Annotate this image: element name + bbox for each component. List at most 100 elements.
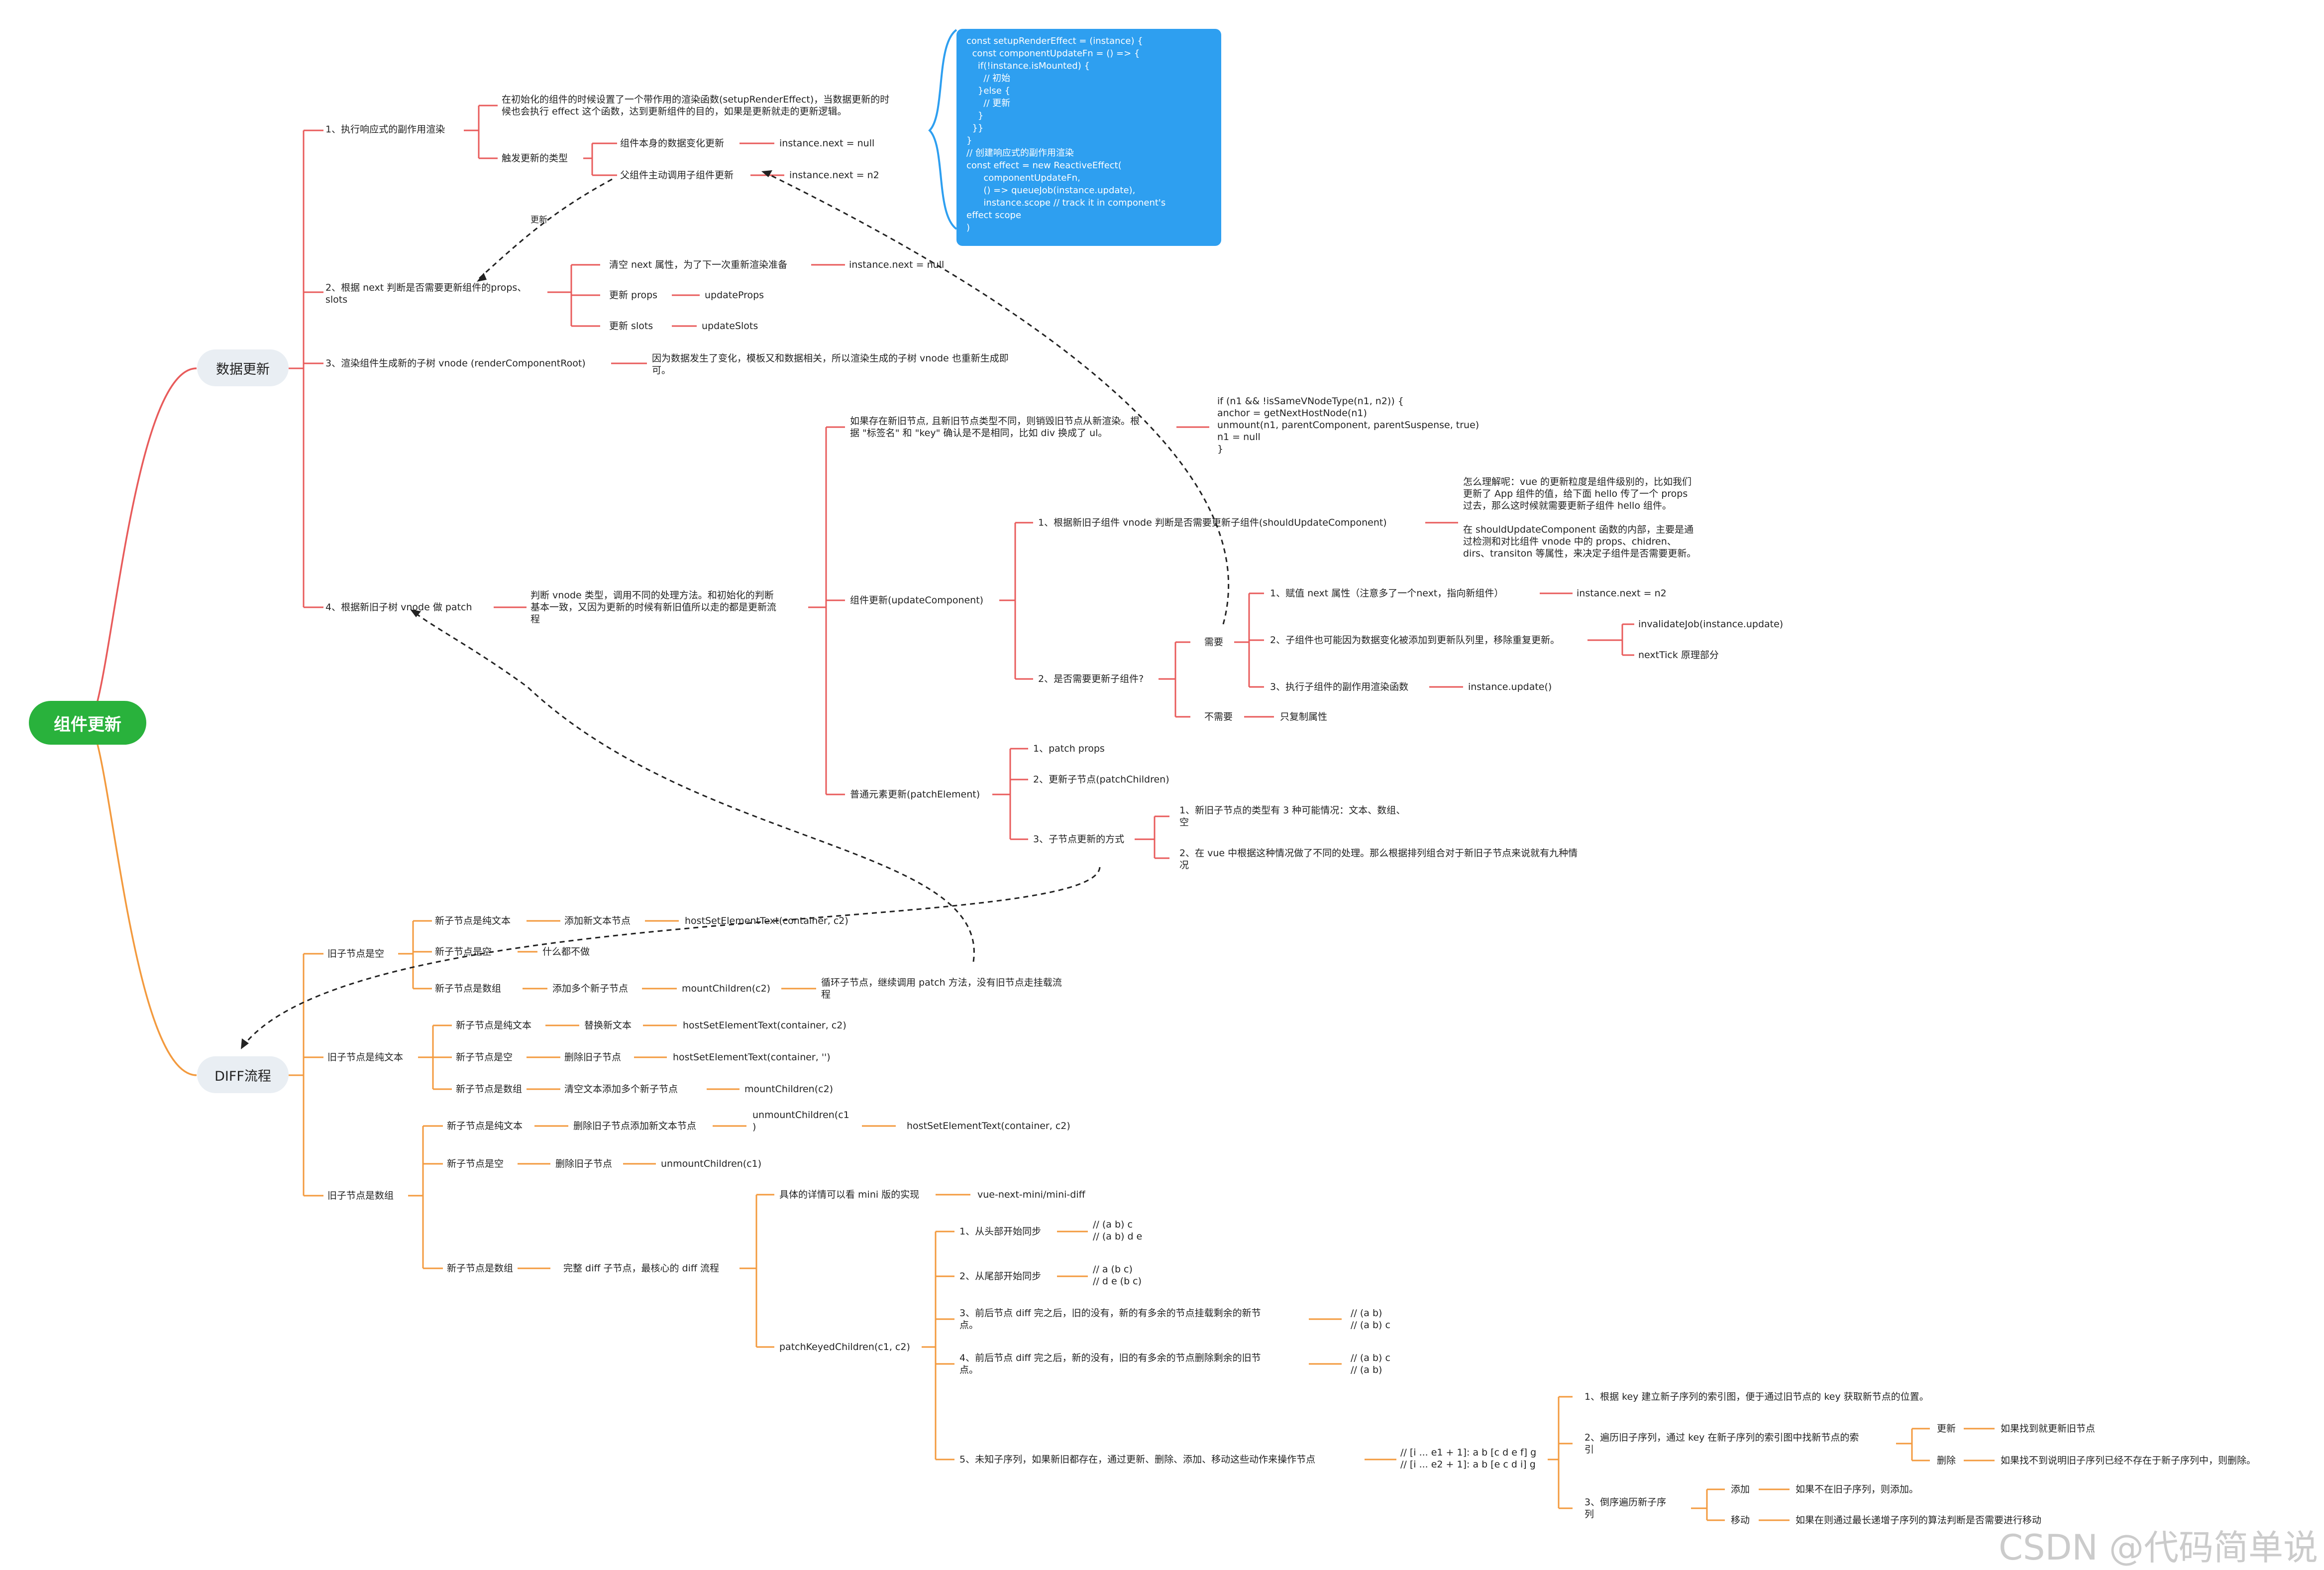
update-step-3: 3、渲染组件生成新的子树 vnode (renderComponentRoot) (325, 358, 586, 369)
unknown-step-2-update-desc: 如果找到就更新旧节点 (2001, 1423, 2096, 1434)
trigger-parent: 父组件主动调用子组件更新 (620, 170, 734, 181)
no-need-value: 只复制属性 (1280, 711, 1328, 722)
array-new-text-unmount: unmountChildren(c1 ) (752, 1110, 849, 1132)
step2-update-slots: 更新 slots (609, 321, 653, 332)
update-step-2: 2、根据 next 判断是否需要更新组件的props、 slots (325, 282, 527, 305)
update-step-4: 4、根据新旧子树 vnode 做 patch (325, 602, 472, 613)
array-new-empty-fn: unmountChildren(c1) (661, 1158, 762, 1169)
update-step-1-desc: 在初始化的组件的时候设置了一个带作用的渲染函数(setupRenderEffec… (502, 94, 890, 117)
patch-different-type: 如果存在新旧节点, 且新旧节点类型不同，则销毁旧节点从新渲染。根 据 "标签名"… (850, 416, 1140, 439)
mini-diff-note: 具体的详情可以看 mini 版的实现 (779, 1189, 920, 1200)
keyed-step-1-example: // (a b) c // (a b) d e (1093, 1219, 1143, 1242)
keyed-step-5: 5、未知子序列，如果新旧都存在，通过更新、删除、添加、移动这些动作来操作节点 (959, 1454, 1316, 1465)
need-step-3: 3、执行子组件的副作用渲染函数 (1270, 681, 1409, 692)
old-children-array: 旧子节点是数组 (327, 1190, 394, 1201)
keyed-step-5-example: // [i ... e1 + 1]: a b [c d e f] g // [i… (1400, 1447, 1537, 1470)
keyed-step-3: 3、前后节点 diff 完之后，旧的没有，新的有多余的节点挂载剩余的新节 点。 (959, 1308, 1261, 1331)
array-new-text-fn: hostSetElementText(container, c2) (907, 1121, 1070, 1131)
need-step-2: 2、子组件也可能因为数据变化被添加到更新队列里，移除重复更新。 (1270, 635, 1560, 646)
unknown-step-3: 3、倒序遍历新子序 列 (1585, 1497, 1667, 1520)
arrow-label-update: 更新 (530, 215, 547, 225)
step2-update-props: 更新 props (609, 290, 658, 301)
empty-new-empty-action: 什么都不做 (542, 946, 590, 957)
update-step-4-desc: 判断 vnode 类型，调用不同的处理方法。和初始化的判断 基本一致，又因为更新… (530, 590, 777, 625)
array-new-array-action: 完整 diff 子节点，最核心的 diff 流程 (563, 1263, 720, 1274)
unknown-step-1: 1、根据 key 建立新子序列的索引图，便于通过旧节点的 key 获取新节点的位… (1585, 1391, 1929, 1402)
no-need-label: 不需要 (1204, 711, 1233, 722)
step2-update-slots-value: updateSlots (702, 321, 758, 332)
need-step-1-value: instance.next = n2 (1577, 588, 1667, 599)
unknown-step-3-move: 移动 (1731, 1515, 1750, 1526)
step2-clear-next: 清空 next 属性，为了下一次重新渲染准备 (609, 259, 788, 270)
children-three-cases: 1、新旧子节点的类型有 3 种可能情况：文本、数组、 空 (1179, 805, 1406, 828)
keyed-step-4: 4、前后节点 diff 完之后，新的没有，旧的有多余的节点删除剩余的旧节 点。 (959, 1352, 1261, 1375)
update-step-1: 1、执行响应式的副作用渲染 (325, 124, 445, 135)
empty-new-array-desc: 循环子节点，继续调用 patch 方法，没有旧节点走挂载流 程 (821, 977, 1062, 1000)
old-children-empty: 旧子节点是空 (327, 948, 385, 959)
text-new-text-action: 替换新文本 (584, 1020, 632, 1031)
text-new-array: 新子节点是数组 (456, 1084, 523, 1095)
category-diff-flow: DIFF流程 (197, 1056, 289, 1093)
unknown-step-2-delete: 删除 (1937, 1455, 1956, 1466)
unknown-step-2-update: 更新 (1937, 1423, 1956, 1434)
unknown-step-2: 2、遍历旧子序列，通过 key 在新子序列的索引图中找新节点的索 引 (1585, 1432, 1859, 1455)
unknown-step-3-move-desc: 如果在则通过最长递增子序列的算法判断是否需要进行移动 (1796, 1515, 2042, 1526)
trigger-parent-value: instance.next = n2 (789, 170, 879, 181)
category-data-update: 数据更新 (197, 349, 289, 386)
need-step-2-nexttick: nextTick 原理部分 (1638, 650, 1719, 661)
update-step-3-desc: 因为数据发生了变化，模板又和数据相关，所以渲染生成的子树 vnode 也重新生成… (652, 353, 1009, 376)
empty-new-array: 新子节点是数组 (435, 983, 502, 994)
trigger-types: 触发更新的类型 (502, 153, 568, 164)
old-children-text: 旧子节点是纯文本 (327, 1052, 404, 1063)
patch-element: 普通元素更新(patchElement) (850, 789, 980, 800)
text-new-text-fn: hostSetElementText(container, c2) (683, 1020, 846, 1031)
keyed-step-1: 1、从头部开始同步 (959, 1226, 1042, 1237)
code-block-setup-render-effect: const setupRenderEffect = (instance) { c… (956, 29, 1221, 246)
empty-new-text-action: 添加新文本节点 (564, 915, 631, 926)
step2-update-props-value: updateProps (705, 290, 764, 301)
keyed-step-2: 2、从尾部开始同步 (959, 1271, 1042, 1282)
text-new-array-fn: mountChildren(c2) (744, 1084, 834, 1095)
mini-diff-repo: vue-next-mini/mini-diff (977, 1189, 1085, 1200)
patch-props: 1、patch props (1033, 743, 1105, 754)
step2-clear-next-value: instance.next = null (849, 259, 945, 270)
patch-children: 2、更新子节点(patchChildren) (1033, 774, 1169, 785)
children-nine-cases: 2、在 vue 中根据这种情况做了不同的处理。那么根据排列组合对于新旧子节点来说… (1179, 848, 1578, 871)
empty-new-array-action: 添加多个新子节点 (552, 983, 629, 994)
trigger-self-data: 组件本身的数据变化更新 (620, 138, 725, 149)
patch-component: 组件更新(updateComponent) (850, 595, 984, 606)
text-new-empty-fn: hostSetElementText(container, '') (673, 1052, 831, 1063)
should-update-desc: 怎么理解呢：vue 的更新粒度是组件级别的，比如我们 更新了 App 组件的值，… (1463, 476, 1696, 559)
array-new-text-action: 删除旧子节点添加新文本节点 (573, 1121, 697, 1131)
keyed-step-3-example: // (a b) // (a b) c (1351, 1308, 1390, 1331)
array-new-empty-action: 删除旧子节点 (555, 1158, 613, 1169)
unknown-step-3-add: 添加 (1731, 1484, 1750, 1495)
text-new-text: 新子节点是纯文本 (456, 1020, 532, 1031)
need-step-1: 1、赋值 next 属性（注意多了一个next，指向新组件） (1270, 588, 1504, 599)
need-label: 需要 (1204, 637, 1224, 648)
empty-new-array-fn: mountChildren(c2) (682, 983, 771, 994)
text-new-array-action: 清空文本添加多个新子节点 (564, 1084, 678, 1095)
need-step-2-invalidate: invalidateJob(instance.update) (1638, 619, 1784, 630)
keyed-step-2-example: // a (b c) // d e (b c) (1093, 1264, 1142, 1287)
unknown-step-2-delete-desc: 如果找不到说明旧子序列已经不存在于新子序列中，则删除。 (2001, 1455, 2256, 1466)
text-new-empty: 新子节点是空 (456, 1052, 513, 1063)
children-update-ways: 3、子节点更新的方式 (1033, 834, 1125, 845)
trigger-self-data-value: instance.next = null (779, 138, 875, 149)
root-node: 组件更新 (29, 701, 146, 745)
need-step-3-value: instance.update() (1468, 681, 1552, 692)
empty-new-text: 新子节点是纯文本 (435, 915, 511, 926)
array-new-empty: 新子节点是空 (447, 1158, 504, 1169)
watermark: CSDN @代码简单说 (1999, 1527, 2318, 1568)
should-update-component: 1、根据新旧子组件 vnode 判断是否需要更新子组件(shouldUpdate… (1038, 517, 1387, 528)
array-new-text: 新子节点是纯文本 (447, 1121, 523, 1131)
need-update-question: 2、是否需要更新子组件? (1038, 673, 1144, 684)
empty-new-empty: 新子节点是空 (435, 946, 492, 957)
keyed-step-4-example: // (a b) c // (a b) (1351, 1352, 1390, 1375)
array-new-array: 新子节点是数组 (447, 1263, 514, 1274)
unknown-step-3-add-desc: 如果不在旧子序列，则添加。 (1796, 1484, 1919, 1495)
empty-new-text-fn: hostSetElementText(container, c2) (685, 915, 848, 926)
code-block-same-vnode: if (n1 && !isSameVNodeType(n1, n2)) { an… (1217, 396, 1479, 454)
text-new-empty-action: 删除旧子节点 (564, 1052, 622, 1063)
